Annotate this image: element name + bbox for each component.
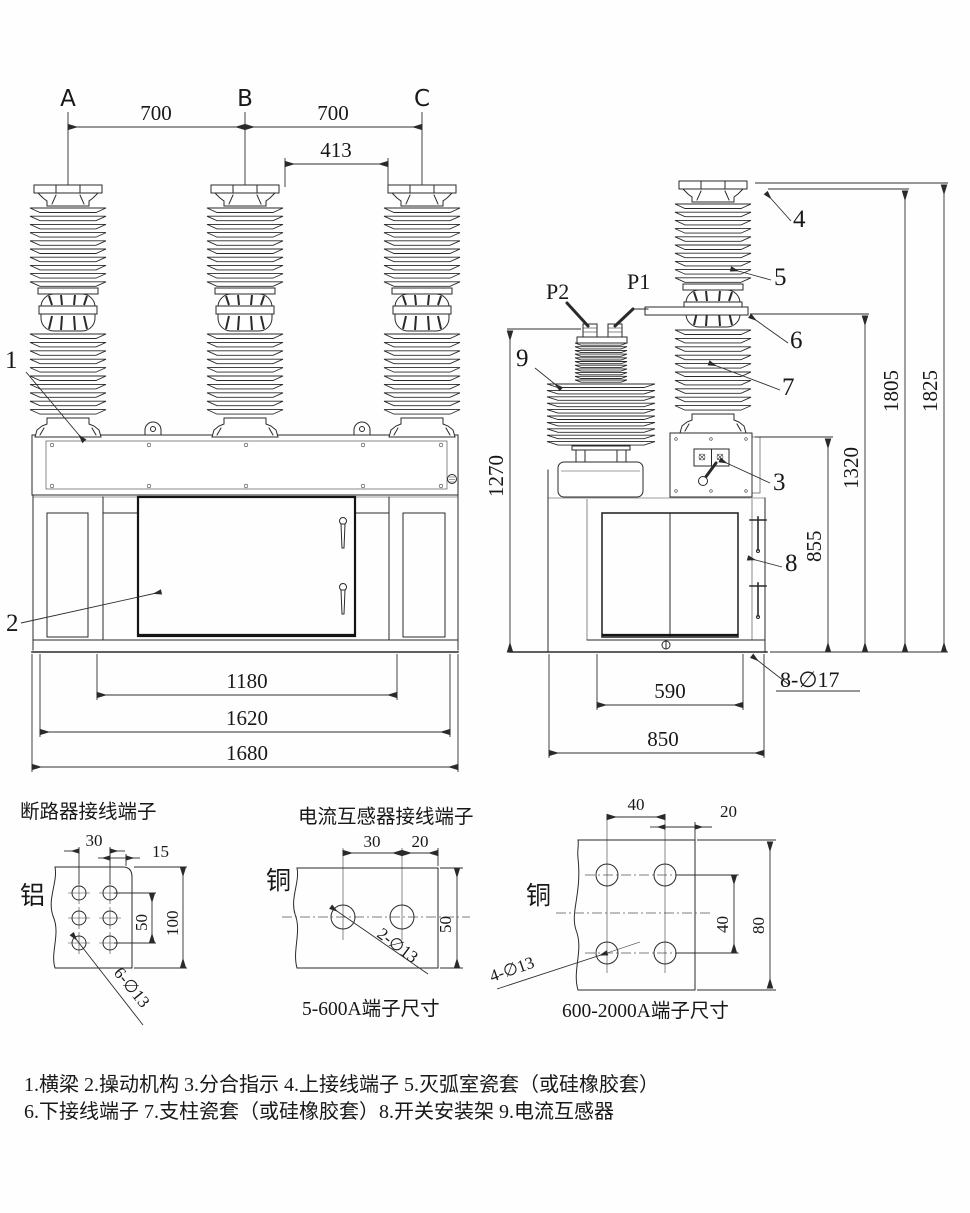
dim-total-width: 1680	[226, 741, 268, 765]
dim-mid-height: 1320	[839, 447, 863, 489]
door-latch-icon	[661, 640, 671, 650]
side-vertical-dimensions	[506, 182, 948, 653]
part-2-label: 2	[6, 610, 19, 637]
breaker-terminal-dimensions	[64, 847, 187, 1026]
large-terminal-caption: 600-2000A端子尺寸	[562, 1000, 729, 1022]
indicator-box	[669, 432, 761, 498]
hole-note-4-d13: 4-∅13	[487, 953, 537, 986]
door-handle-icon[interactable]	[339, 583, 347, 615]
phase-c-label: C	[414, 86, 430, 112]
part-3-label: 3	[773, 469, 786, 496]
breaker-terminal-holes	[68, 882, 121, 954]
dim-door-width: 1180	[226, 669, 267, 693]
ct-terminal-caption: 5-600A端子尺寸	[302, 998, 440, 1020]
large-terminal-hole	[595, 941, 619, 965]
material-copper-label: 铜	[266, 867, 291, 895]
legend-line-2: 6.下接线端子 7.支柱瓷套（或硅橡胶套）8.开关安装架 9.电流互感器	[24, 1100, 614, 1123]
ct-terminal-hole	[389, 904, 415, 930]
material-copper-label: 铜	[526, 882, 551, 910]
part-9-label: 9	[516, 345, 529, 372]
p2-wire	[565, 301, 590, 328]
note-mounting-holes: 8-∅17	[780, 667, 840, 692]
dim-40-vertical: 40	[713, 916, 732, 933]
phase-a-label: A	[60, 86, 76, 112]
legend: 1.横梁 2.操动机构 3.分合指示 4.上接线端子 5.灭弧室瓷套（或硅橡胶套…	[24, 1073, 659, 1123]
terminal-detail-ct: 电流互感器接线端子 铜 30 20 50 2-∅13 5-600A端子尺寸	[266, 806, 474, 1020]
dim-pitch-ab: 700	[140, 101, 172, 125]
top-dimensions	[67, 112, 423, 187]
door-handle-icon[interactable]	[339, 517, 347, 549]
ct-terminal-hole	[330, 904, 356, 930]
dim-ct-height: 1270	[484, 455, 508, 497]
side-frame	[509, 469, 768, 653]
part-6-label: 6	[790, 327, 803, 354]
dim-20: 20	[412, 832, 429, 851]
cross-beam	[31, 421, 459, 496]
side-view: P2 P1 4 5 6 7 3 8 9 1270 8	[484, 180, 948, 758]
dim-100: 100	[163, 911, 182, 937]
indicator-lever[interactable]	[703, 461, 718, 480]
dim-side-door-width: 590	[654, 679, 686, 703]
beam-bolts	[49, 442, 444, 489]
dim-15: 15	[152, 842, 169, 861]
insulator-phase-c	[383, 184, 461, 438]
front-bottom-dimensions	[31, 654, 459, 772]
dim-depth: 850	[647, 727, 679, 751]
part-1-label: 1	[5, 347, 18, 374]
dim-pitch-bc: 700	[317, 101, 349, 125]
terminal-detail-breaker: 断路器接线端子 铝 30 15 50 100 6-	[20, 801, 187, 1026]
insulator-phase-b	[206, 184, 284, 438]
ground-bolt-icon	[447, 474, 457, 484]
dim-20: 20	[720, 802, 737, 821]
material-aluminum-label: 铝	[20, 882, 45, 910]
part-7-label: 7	[782, 374, 795, 401]
hole-note-2-d13: 2-∅13	[374, 924, 422, 967]
side-bottom-dimensions	[548, 654, 765, 758]
large-terminal-dimensions	[496, 813, 776, 991]
hinge-icon	[749, 516, 767, 553]
lower-terminal-plate	[644, 306, 749, 316]
dim-30: 30	[86, 831, 103, 850]
p1-label: P1	[627, 269, 650, 294]
ct-terminal-dimensions	[329, 848, 463, 975]
hinge-icon	[749, 582, 767, 619]
p1-wire	[613, 307, 635, 328]
large-terminal-hole	[595, 863, 619, 887]
dim-40-horizontal: 40	[628, 795, 645, 814]
dim-gap-bc: 413	[320, 138, 352, 162]
insulator-phase-a	[29, 184, 107, 438]
mechanism-door[interactable]	[136, 495, 357, 638]
current-transformer	[546, 323, 656, 498]
dim-total-height: 1825	[918, 370, 942, 412]
dim-frame-height: 855	[802, 531, 826, 563]
breaker-terminal-title: 断路器接线端子	[20, 801, 157, 823]
terminal-detail-large: 铜 40 20 40 80 4-∅13 600-2000A端子尺寸	[487, 795, 776, 1022]
dim-frame-width: 1620	[226, 706, 268, 730]
front-view: A B C 700 700 413 1 2 1180	[5, 86, 461, 772]
p2-label: P2	[546, 279, 569, 304]
front-cabinet	[31, 494, 459, 653]
part-5-label: 5	[774, 264, 787, 291]
legend-line-1: 1.横梁 2.操动机构 3.分合指示 4.上接线端子 5.灭弧室瓷套（或硅橡胶套…	[24, 1073, 659, 1096]
dim-50: 50	[132, 914, 151, 931]
part-4-label: 4	[793, 206, 806, 233]
dim-30: 30	[364, 832, 381, 851]
hole-note-6-d13: 6-∅13	[110, 964, 154, 1012]
dim-80: 80	[749, 917, 768, 934]
part-8-label: 8	[785, 550, 798, 577]
dim-50: 50	[436, 916, 455, 933]
dim-upper-height: 1805	[879, 370, 903, 412]
ct-terminal-title: 电流互感器接线端子	[298, 806, 474, 828]
phase-b-label: B	[237, 86, 253, 112]
